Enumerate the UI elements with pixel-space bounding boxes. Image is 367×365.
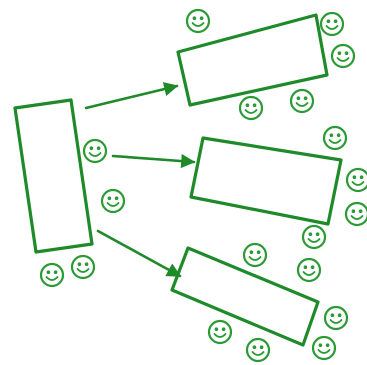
smiley-face-icon: [185, 8, 211, 34]
smiley-face-icon: [344, 201, 367, 227]
arrow-to-middle-box: [111, 153, 196, 169]
smiley-face-icon: [296, 257, 322, 283]
smiley-face-icon: [330, 43, 356, 69]
smiley-face-icon: [311, 335, 337, 361]
arrow-to-bottom-box: [96, 229, 182, 278]
target-box-top: [176, 13, 329, 107]
smiley-face-icon: [207, 319, 233, 345]
smiley-face-icon: [322, 125, 348, 151]
smiley-face-icon: [70, 254, 96, 280]
smiley-face-icon: [100, 188, 126, 214]
arrow-to-top-box: [84, 82, 179, 110]
smiley-face-icon: [345, 167, 367, 193]
source-box: [13, 98, 94, 254]
smiley-face-icon: [319, 11, 345, 37]
target-box-middle: [189, 136, 343, 226]
smiley-face-icon: [39, 262, 65, 288]
smiley-face-icon: [289, 88, 315, 114]
target-box-bottom: [170, 246, 320, 347]
smiley-face-icon: [238, 95, 264, 121]
smiley-face-icon: [245, 337, 271, 363]
smiley-face-icon: [323, 305, 349, 331]
smiley-face-icon: [82, 138, 108, 164]
smiley-face-icon: [301, 224, 327, 250]
smiley-face-icon: [242, 242, 268, 268]
